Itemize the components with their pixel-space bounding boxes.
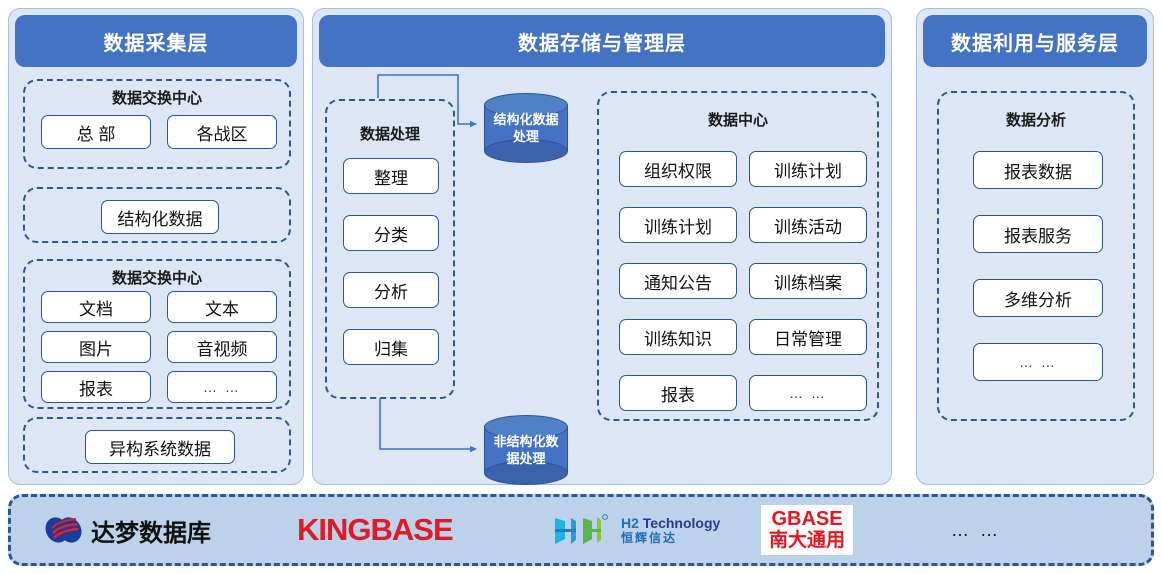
layer-panel-data-storage-management: 数据存储与管理层 数据处理 整理 分类 分析 归集 结构化数据 处理 非结构化数…	[312, 8, 892, 485]
h2-logo-icon	[549, 510, 615, 550]
h2-logo-name-part1: H2	[621, 514, 639, 531]
cylinder-bottom	[484, 461, 568, 485]
gbase-logo-text-en: GBASE	[771, 508, 843, 530]
chip-report[interactable]: 报表	[41, 371, 151, 403]
vendor-h2-technology[interactable]: H2 Technology 恒辉信达	[549, 497, 720, 563]
layer-title-data-collection: 数据采集层	[15, 15, 297, 67]
h2-logo-text: H2 Technology 恒辉信达	[621, 515, 720, 546]
group-data-exchange-center-top: 数据交换中心 总 部 各战区	[23, 79, 291, 169]
group-data-analysis: 数据分析 报表数据 报表服务 多维分析 … …	[937, 91, 1135, 421]
chip-analyze[interactable]: 分析	[343, 272, 439, 308]
chip-org-permission[interactable]: 组织权限	[619, 151, 737, 187]
chip-report[interactable]: 报表	[619, 375, 737, 411]
h2-logo-name-cn: 恒辉信达	[621, 530, 678, 545]
chip-document[interactable]: 文档	[41, 291, 151, 323]
database-label-line2: 处理	[512, 129, 539, 144]
group-structured-data: 结构化数据	[23, 187, 291, 243]
group-heterogeneous-system-data: 异构系统数据	[23, 417, 291, 473]
h2-logo-name: H2 Technology	[621, 515, 720, 531]
layer-panel-data-collection: 数据采集层 数据交换中心 总 部 各战区 结构化数据 数据交换中心 文档 文本 …	[8, 8, 304, 485]
group-title: 数据处理	[359, 126, 420, 143]
cylinder-top	[484, 93, 568, 117]
group-data-exchange-center-bottom: 数据交换中心 文档 文本 图片 音视频 报表 … …	[23, 259, 291, 409]
chip-heterogeneous-system-data[interactable]: 异构系统数据	[85, 430, 235, 464]
cylinder-bottom	[484, 139, 568, 163]
chip-report-service[interactable]: 报表服务	[973, 215, 1103, 253]
group-title: 数据中心	[707, 112, 768, 129]
chip-organize[interactable]: 整理	[343, 158, 439, 194]
vendor-logo-bar: 达梦数据库 KINGBASE H2 Technology 恒辉信达	[8, 494, 1154, 566]
connector-arrows	[377, 74, 477, 453]
chip-multidimensional-analysis[interactable]: 多维分析	[973, 279, 1103, 317]
chip-aggregate[interactable]: 归集	[343, 329, 439, 365]
database-structured-processing: 结构化数据 处理	[484, 93, 568, 163]
chip-training-plan-2[interactable]: 训练计划	[619, 207, 737, 243]
chip-more[interactable]: … …	[167, 371, 277, 403]
chip-headquarters[interactable]: 总 部	[41, 115, 151, 149]
dameng-logo-text: 达梦数据库	[91, 519, 211, 547]
chip-more[interactable]: … …	[973, 343, 1103, 381]
vendor-more-text: … …	[951, 519, 1002, 540]
vendor-gbase[interactable]: GBASE 南大通用	[761, 497, 854, 563]
vendor-kingbase[interactable]: KINGBASE	[297, 497, 454, 563]
chip-training-plan-1[interactable]: 训练计划	[749, 151, 867, 187]
chip-classify[interactable]: 分类	[343, 215, 439, 251]
h2-logo-name-part2: Technology	[642, 514, 721, 531]
chip-more[interactable]: … …	[749, 375, 867, 411]
database-label-line1: 非结构化数	[493, 434, 559, 449]
vendor-dameng[interactable]: 达梦数据库	[41, 497, 211, 563]
group-title: 数据交换中心	[111, 270, 202, 287]
group-title: 数据分析	[1005, 112, 1066, 129]
chip-training-activity[interactable]: 训练活动	[749, 207, 867, 243]
cylinder-top	[484, 415, 568, 439]
chip-text[interactable]: 文本	[167, 291, 277, 323]
gbase-logo-text-cn: 南大通用	[769, 530, 846, 551]
chip-image[interactable]: 图片	[41, 331, 151, 363]
database-label: 非结构化数 据处理	[484, 433, 568, 467]
kingbase-logo-text: KINGBASE	[297, 512, 454, 547]
chip-daily-management[interactable]: 日常管理	[749, 319, 867, 355]
group-data-center: 数据中心 组织权限 训练计划 训练计划 训练活动 通知公告 训练档案 训练知识 …	[597, 91, 879, 421]
group-title: 数据交换中心	[111, 90, 202, 107]
database-label: 结构化数据 处理	[484, 111, 568, 145]
layer-title-data-utilization-service: 数据利用与服务层	[923, 15, 1147, 67]
chip-training-knowledge[interactable]: 训练知识	[619, 319, 737, 355]
chip-notice-announcement[interactable]: 通知公告	[619, 263, 737, 299]
arrow-processing-to-unstructured-db	[379, 398, 477, 453]
database-label-line2: 据处理	[506, 451, 546, 466]
layer-title-data-storage-management: 数据存储与管理层	[319, 15, 885, 67]
vendor-more-ellipsis: … …	[951, 497, 1001, 563]
chip-audio-video[interactable]: 音视频	[167, 331, 277, 363]
chip-training-archive[interactable]: 训练档案	[749, 263, 867, 299]
layer-panel-data-utilization-service: 数据利用与服务层 数据分析 报表数据 报表服务 多维分析 … …	[916, 8, 1154, 485]
database-label-line1: 结构化数据	[493, 112, 559, 127]
chip-report-data[interactable]: 报表数据	[973, 151, 1103, 189]
arrow-processing-to-structured-db	[377, 74, 477, 128]
chip-structured-data[interactable]: 结构化数据	[101, 200, 219, 234]
chip-war-zones[interactable]: 各战区	[167, 115, 277, 149]
database-unstructured-processing: 非结构化数 据处理	[484, 415, 568, 485]
gbase-logo-box: GBASE 南大通用	[761, 505, 854, 555]
group-data-processing: 数据处理 整理 分类 分析 归集	[325, 99, 455, 399]
dameng-logo-icon	[41, 513, 85, 547]
